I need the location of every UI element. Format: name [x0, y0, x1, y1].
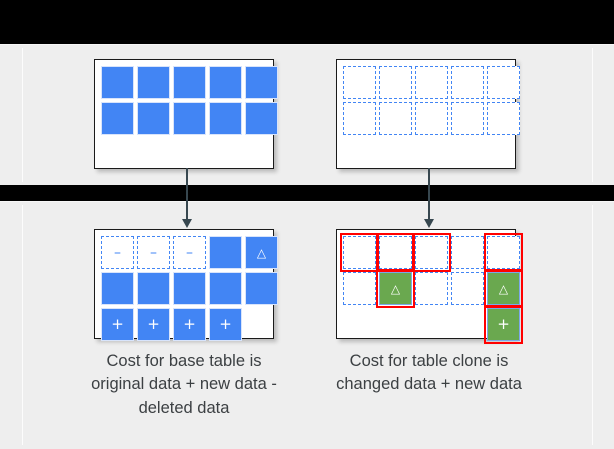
table-cell[interactable] — [343, 102, 376, 135]
caption-table-clone: Cost for table clone is changed data + n… — [336, 352, 522, 394]
table-cell-new[interactable]: + — [101, 308, 134, 341]
table-cell-changed[interactable]: △ — [245, 236, 278, 269]
table-cell[interactable] — [451, 66, 484, 99]
bottom-right-table[interactable]: △ △ + — [336, 229, 523, 344]
plus-icon: + — [219, 315, 232, 333]
arrow-table-clone-head — [423, 219, 434, 228]
table-cell-billed[interactable] — [484, 233, 523, 272]
plus-icon: + — [111, 315, 124, 333]
table-cell[interactable] — [101, 66, 134, 99]
top-band-hairline — [0, 44, 614, 45]
table-cell[interactable] — [343, 272, 376, 305]
table-cell[interactable] — [137, 272, 170, 305]
table-cell-changed[interactable]: △ — [484, 269, 523, 308]
band-vertical-rule-4 — [592, 205, 593, 445]
top-band — [0, 44, 614, 185]
table-cell[interactable] — [451, 272, 484, 305]
table-cell[interactable] — [379, 66, 412, 99]
arrow-base-table-line — [186, 168, 188, 222]
table-cell[interactable] — [415, 272, 448, 305]
table-cell[interactable] — [137, 102, 170, 135]
table-cell-empty — [451, 308, 484, 341]
delta-icon: △ — [256, 245, 267, 260]
table-cell-billed[interactable] — [376, 233, 415, 272]
top-right-table-grid — [343, 66, 520, 135]
top-left-table[interactable] — [94, 59, 278, 169]
table-cell[interactable] — [101, 102, 134, 135]
table-cell[interactable] — [245, 272, 278, 305]
bottom-left-table[interactable]: – – – △ + + — [94, 229, 278, 341]
table-cell[interactable] — [245, 66, 278, 99]
table-cell[interactable] — [173, 66, 206, 99]
table-cell[interactable] — [137, 66, 170, 99]
minus-icon: – — [114, 244, 121, 261]
table-cell[interactable] — [245, 102, 278, 135]
table-cell[interactable] — [415, 66, 448, 99]
table-cell[interactable] — [173, 272, 206, 305]
table-cell-new[interactable]: + — [173, 308, 206, 341]
bottom-band-hairline — [0, 201, 614, 202]
table-cell-new[interactable]: + — [484, 305, 523, 344]
minus-icon: – — [186, 244, 193, 261]
table-cell-deleted[interactable]: – — [101, 236, 134, 269]
table-cell-deleted[interactable]: – — [137, 236, 170, 269]
table-cell[interactable] — [101, 272, 134, 305]
table-cell[interactable] — [209, 102, 242, 135]
table-cell-billed[interactable] — [340, 233, 379, 272]
table-cell[interactable] — [209, 272, 242, 305]
table-cell[interactable] — [451, 236, 484, 269]
plus-icon: + — [147, 315, 160, 333]
table-cell[interactable] — [343, 66, 376, 99]
table-cell-empty — [245, 308, 278, 341]
table-cell-new[interactable]: + — [137, 308, 170, 341]
top-right-table[interactable] — [336, 59, 520, 169]
table-cell-empty — [415, 308, 448, 341]
minus-icon: – — [150, 244, 157, 261]
top-left-table-grid — [101, 66, 278, 135]
arrow-base-table-head — [181, 219, 192, 228]
band-vertical-rule-3 — [592, 48, 593, 182]
table-cell-deleted[interactable]: – — [173, 236, 206, 269]
delta-icon: △ — [498, 281, 509, 296]
arrow-table-clone-line — [428, 168, 430, 222]
band-vertical-rule-1 — [22, 48, 23, 182]
table-cell-new[interactable]: + — [209, 308, 242, 341]
table-cell[interactable] — [451, 102, 484, 135]
table-cell-billed[interactable] — [412, 233, 451, 272]
table-cell[interactable] — [487, 102, 520, 135]
table-cell-empty — [343, 308, 376, 341]
delta-icon: △ — [390, 281, 401, 296]
table-cell-changed[interactable]: △ — [376, 269, 415, 308]
table-cell[interactable] — [209, 236, 242, 269]
table-cell[interactable] — [487, 66, 520, 99]
table-cell[interactable] — [379, 102, 412, 135]
bottom-right-table-grid: △ △ + — [340, 233, 523, 344]
table-cell-empty — [379, 308, 412, 341]
table-cell[interactable] — [209, 66, 242, 99]
caption-base-table: Cost for base table is original data + n… — [91, 352, 277, 417]
plus-icon: + — [183, 315, 196, 333]
table-cell[interactable] — [415, 102, 448, 135]
plus-icon: + — [497, 315, 510, 333]
table-cell[interactable] — [173, 102, 206, 135]
band-vertical-rule-2 — [22, 205, 23, 445]
bottom-left-table-grid: – – – △ + + — [101, 236, 278, 341]
